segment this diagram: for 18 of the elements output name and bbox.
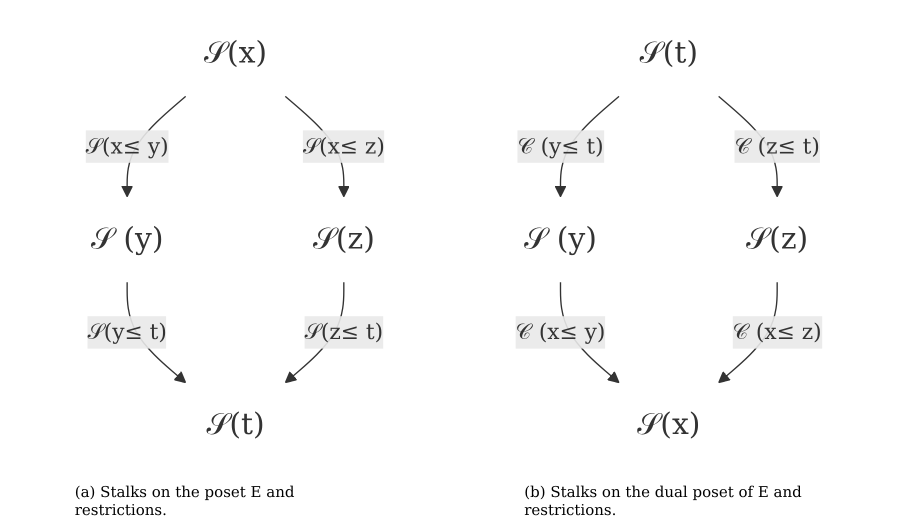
edge-label: 𝒞 (x≤ y)	[516, 318, 606, 345]
node-text: 𝒮 (y)	[524, 222, 597, 256]
figure-caption: (a) Stalks on the poset E and restrictions.	[74, 483, 296, 519]
edge-label: 𝒮(z≤ t)	[304, 318, 384, 345]
edge-label: 𝒞 (z≤ t)	[734, 132, 820, 159]
edge-label: 𝒮(x≤ z)	[302, 132, 385, 159]
edge-label: 𝒞 (x≤ z)	[732, 318, 822, 345]
figure-caption: (b) Stalks on the dual poset of E and restrictions.	[524, 483, 803, 519]
node-text: 𝒮(z)	[312, 222, 375, 256]
edge-label: 𝒮(x≤ y)	[86, 132, 169, 159]
node-text: 𝒮(z)	[746, 222, 808, 256]
node-text: 𝒮(x)	[204, 36, 268, 71]
edge-label: 𝒞 (y≤ t)	[517, 132, 604, 159]
node-text: 𝒮(t)	[206, 408, 265, 442]
node-text: 𝒮(t)	[640, 36, 698, 71]
edge-label: 𝒮(y≤ t)	[87, 318, 167, 345]
node-text: 𝒮(x)	[637, 408, 700, 442]
node-text: 𝒮 (y)	[90, 222, 164, 256]
